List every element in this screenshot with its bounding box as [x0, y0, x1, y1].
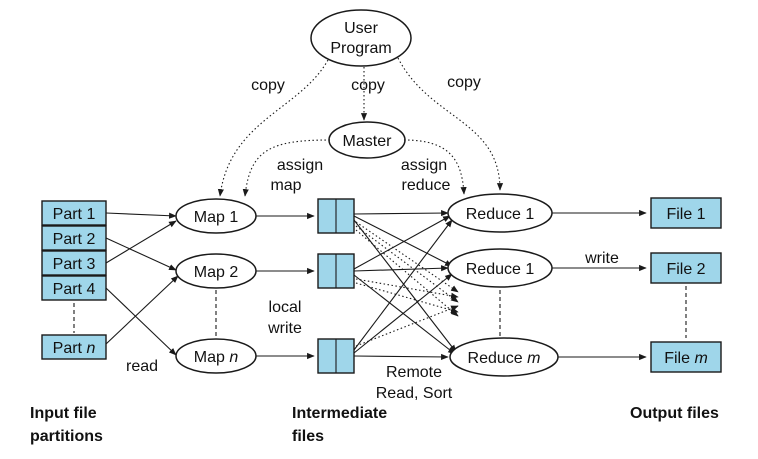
reduce-m-node: Reduce m [449, 337, 559, 377]
edge-part2-map2 [105, 237, 177, 271]
reduce-2-label: Reduce 1 [466, 261, 535, 278]
reduce-m-label: Reduce m [468, 350, 541, 367]
map-1-label: Map 1 [194, 209, 239, 226]
intermediate-file-1 [317, 198, 355, 234]
master-label: Master [343, 133, 393, 150]
part-1-label: Part 1 [53, 206, 96, 223]
map-n-node: Map n [175, 338, 257, 374]
edge-partn-map2 [105, 275, 179, 345]
shuffle-i2-r2 [353, 265, 449, 272]
local-write-line2: write [267, 320, 302, 337]
shuffle-dotted-2 [355, 225, 459, 303]
shuffle-i1-r1 [353, 209, 449, 217]
reduce-1-label: Reduce 1 [466, 206, 535, 223]
user-program-line2: Program [330, 40, 391, 57]
map-2-node: Map 2 [175, 253, 257, 289]
file-m-label: File m [664, 350, 708, 367]
part-2-label: Part 2 [53, 231, 96, 248]
intermediate-caption-line2: files [292, 428, 324, 445]
shuffle-dotted-5 [355, 282, 459, 314]
assign-reduce-line2: reduce [402, 177, 451, 194]
copy-label-middle: copy [351, 77, 385, 94]
assign-map-line2: map [270, 177, 301, 194]
part-4-box [41, 275, 107, 301]
remote-read-line2: Read, Sort [376, 385, 453, 402]
copy-arrow-reduce [397, 57, 504, 191]
shuffle-i1-rm [353, 219, 457, 353]
copy-label-right: copy [447, 74, 481, 91]
file-m-node: File m [650, 341, 722, 373]
input-partitions: Part 1 Part 2 Part 3 Part 4 Part n [41, 200, 107, 360]
reduce-2-node: Reduce 1 [447, 248, 553, 288]
file-1-node: File 1 [650, 197, 722, 229]
remote-read-line1: Remote [386, 364, 442, 381]
copy-arrow-map [217, 59, 329, 197]
intermediate-caption-line1: Intermediate [292, 405, 387, 422]
file-2-node: File 2 [650, 252, 722, 284]
master-node: Master [328, 121, 406, 159]
assign-reduce-arrow [403, 139, 467, 195]
input-caption-line2: partitions [30, 428, 103, 445]
assign-map-line1: assign [277, 157, 323, 174]
edge-part1-map1 [105, 212, 177, 219]
intermediate-file-3 [317, 338, 355, 374]
output-caption: Output files [630, 405, 719, 422]
map-n-label: Map n [194, 349, 239, 366]
map-2-label: Map 2 [194, 264, 239, 281]
part-3-box [41, 250, 107, 276]
copy-label-left: copy [251, 77, 285, 94]
part-4-label: Part 4 [53, 281, 96, 298]
assign-map-arrow [242, 139, 331, 197]
part-n-label: Part n [53, 340, 96, 357]
write-label: write [584, 250, 619, 267]
shuffle-i2-r1 [353, 215, 451, 270]
user-program-line1: User [344, 20, 378, 37]
assign-reduce-line1: assign [401, 157, 447, 174]
shuffle-dotted-1 [355, 221, 459, 293]
shuffle-dotted-4 [355, 278, 459, 299]
edge-part4-mapn [105, 287, 177, 356]
file-2-label: File 2 [666, 261, 705, 278]
local-write-line1: local [269, 299, 302, 316]
part-1-box [41, 200, 107, 226]
shuffle-i2-rm [353, 274, 456, 355]
shuffle-i1-r2 [353, 215, 453, 267]
intermediate-file-2 [317, 253, 355, 289]
part-3-label: Part 3 [53, 256, 96, 273]
shuffle-i3-r1 [353, 219, 453, 351]
reduce-1-node: Reduce 1 [447, 193, 553, 233]
user-program-node: User Program [310, 9, 412, 67]
input-caption-line1: Input file [30, 405, 97, 422]
shuffle-dotted-6 [355, 305, 459, 347]
read-label: read [126, 358, 158, 375]
shuffle-i3-r2 [353, 273, 453, 354]
edge-part3-map1 [105, 220, 177, 264]
part-n-box [41, 334, 107, 360]
map-1-node: Map 1 [175, 198, 257, 234]
file-1-label: File 1 [666, 206, 705, 223]
shuffle-i3-rm [353, 353, 449, 361]
